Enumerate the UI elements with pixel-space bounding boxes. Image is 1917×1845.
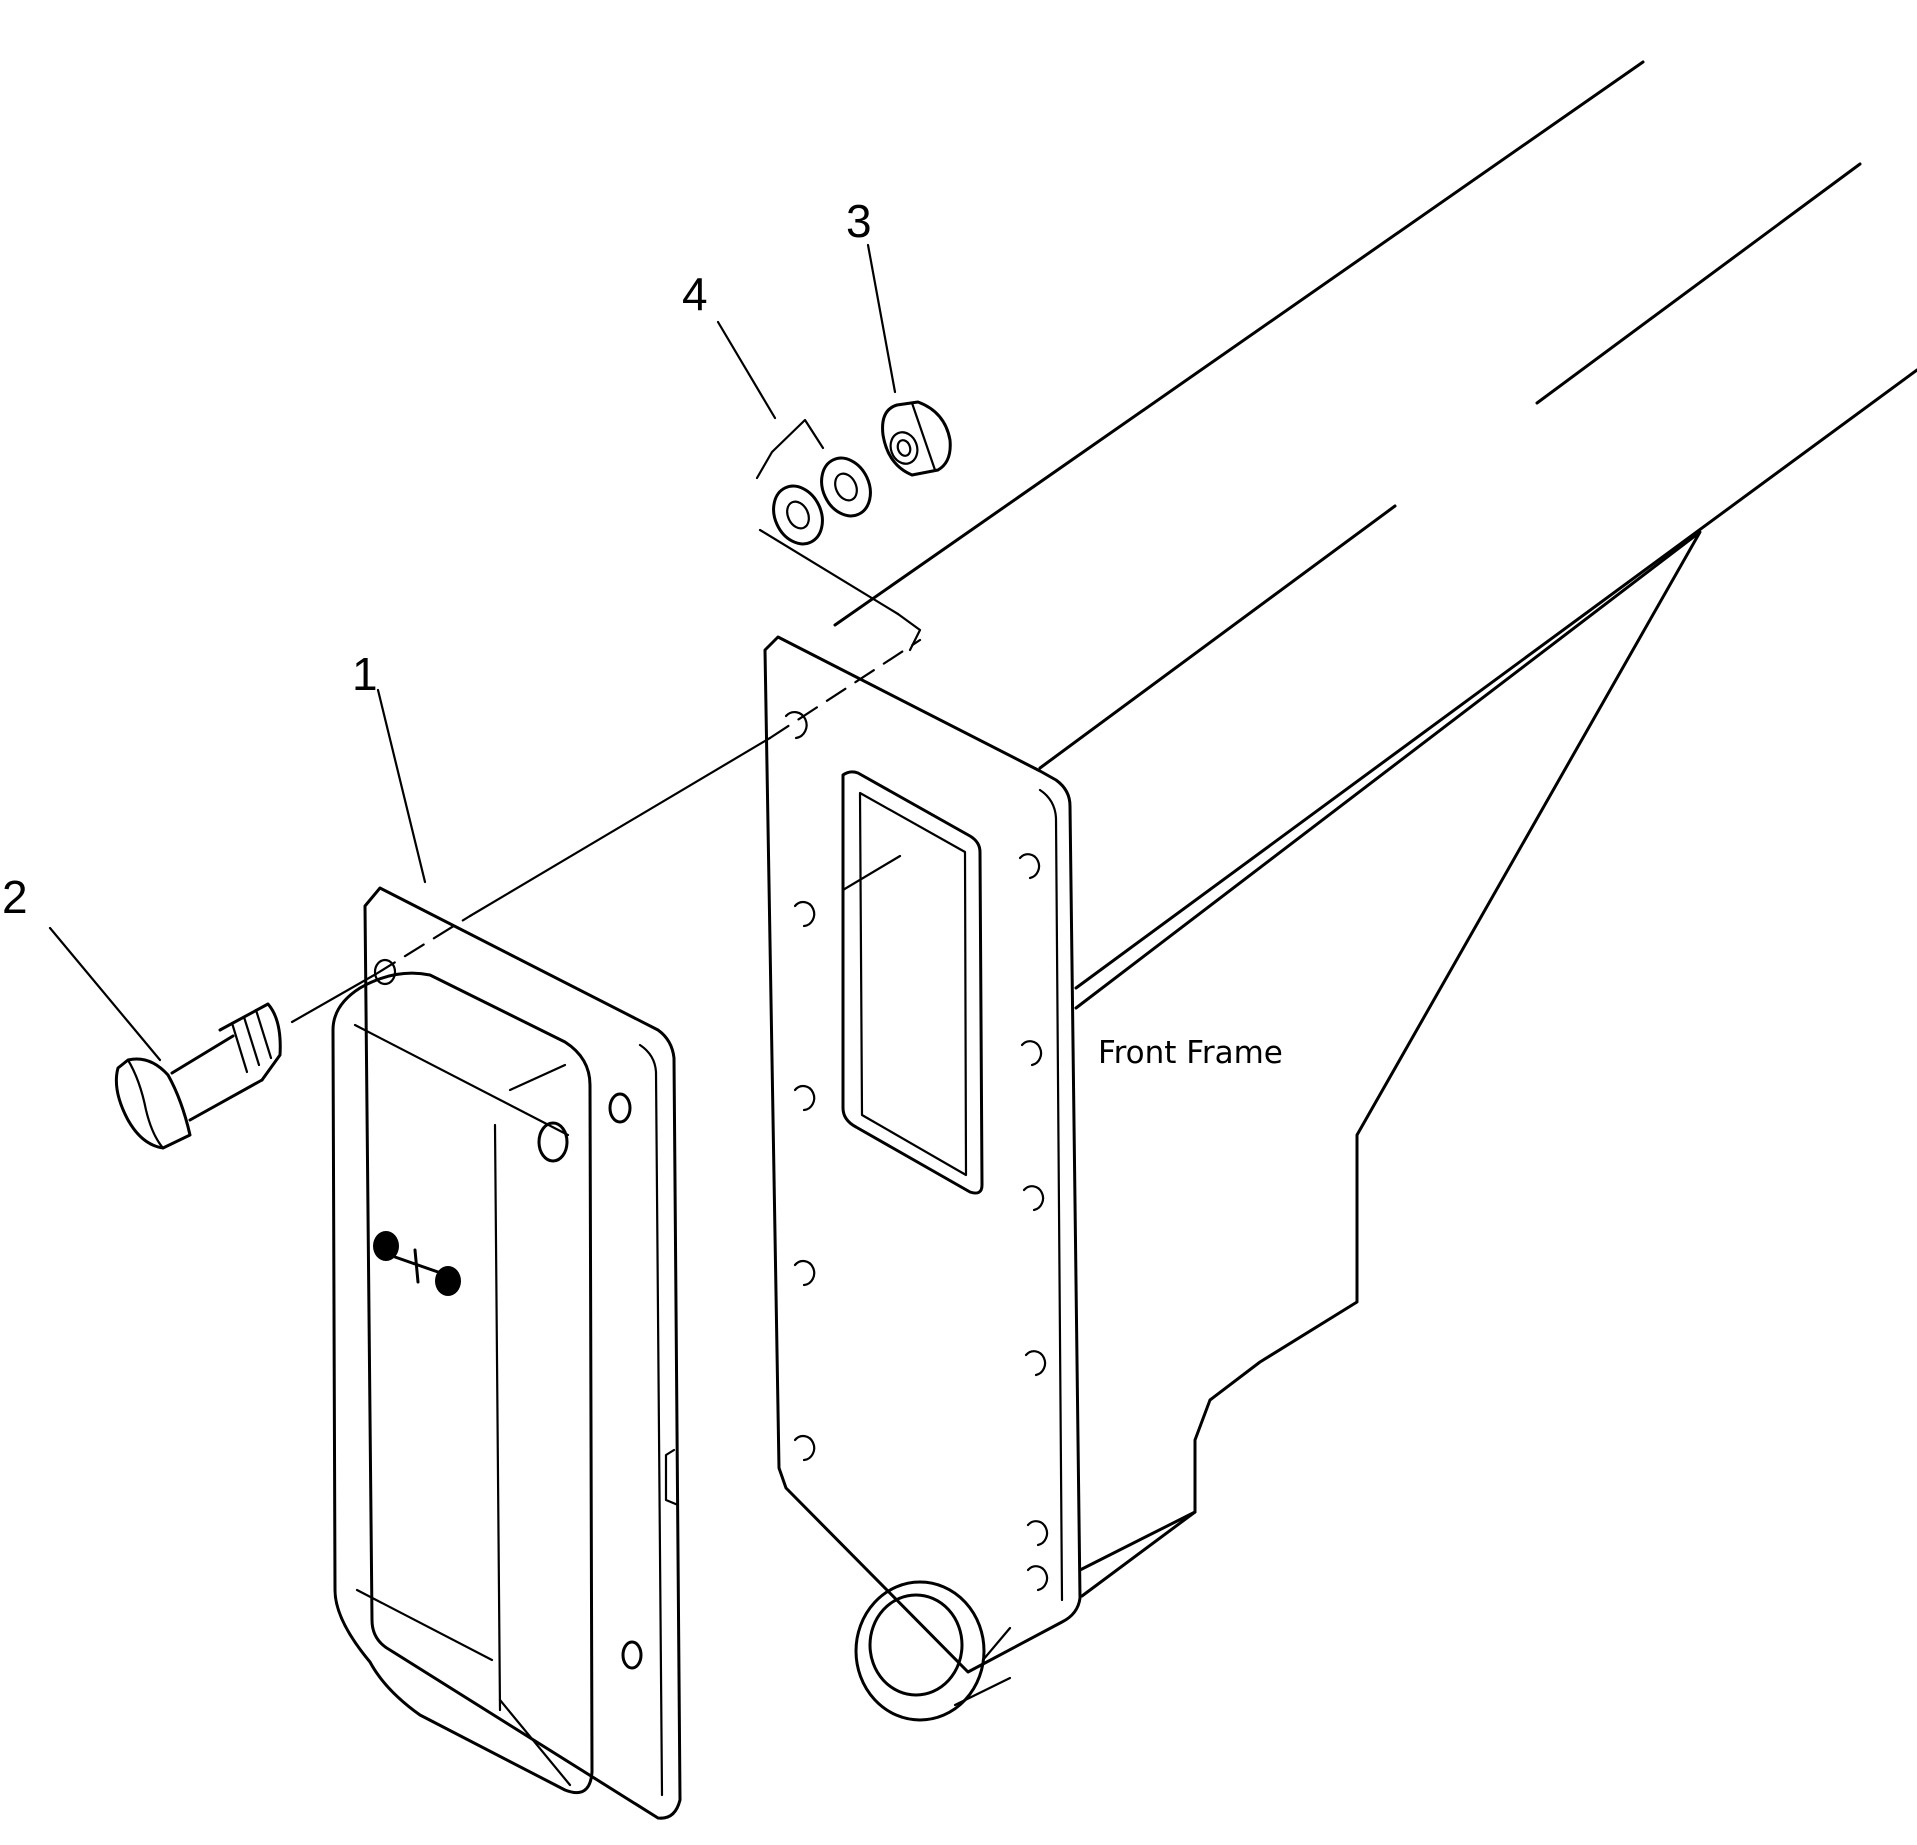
callout-label-2: 2: [2, 871, 28, 923]
cover-part-1: [331, 886, 682, 1820]
pivot-boss: [854, 1580, 1012, 1722]
bolt-part-2: [114, 1002, 282, 1150]
front-frame-label: Front Frame: [1098, 1035, 1283, 1071]
flange-inspection-opening: [841, 770, 984, 1195]
front-frame: [763, 60, 1917, 1722]
mounting-flange-plate: [763, 635, 1082, 1674]
assembly-lines: [290, 528, 922, 1024]
callout-leaders: [48, 243, 897, 1062]
callout-label-1: 1: [352, 648, 378, 700]
flange-inner-edge: [1038, 788, 1064, 1602]
cover-logo-mark: [373, 1231, 461, 1296]
washers-part-4: [772, 456, 872, 546]
callout-label-4: 4: [682, 268, 708, 320]
callout-label-3: 3: [846, 195, 872, 247]
nut-part-3: [881, 400, 952, 477]
flange-bolt-holes: [784, 711, 1049, 1592]
